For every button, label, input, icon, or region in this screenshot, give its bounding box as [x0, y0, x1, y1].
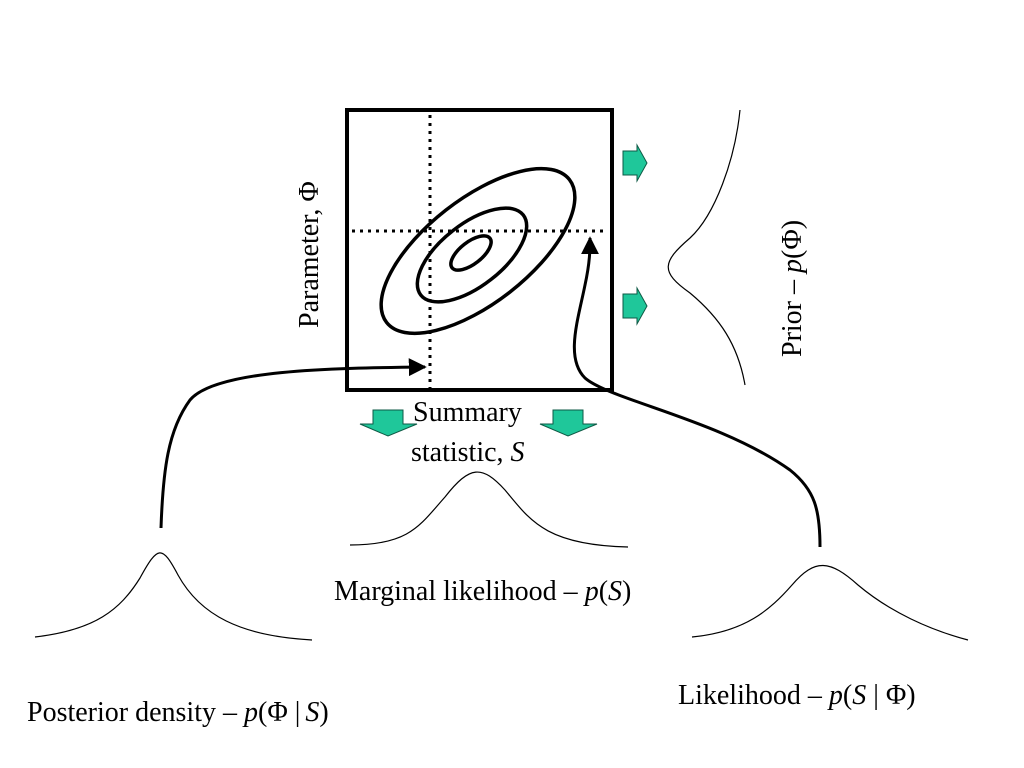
- down-arrow-icon: [359, 409, 418, 437]
- marginal-likelihood-curve: [349, 471, 629, 548]
- outer-contour: [379, 166, 577, 336]
- inner-contour: [449, 234, 493, 272]
- posterior-connector-arrow: [159, 358, 427, 529]
- likelihood-curve: [691, 564, 969, 641]
- parameter-label: Parameter, Φ: [294, 181, 325, 328]
- posterior-density-label: Posterior density – p(Φ |S): [27, 697, 329, 728]
- likelihood-connector-arrow: [572, 236, 822, 548]
- summary-statistic-label-line1: Summary: [413, 397, 522, 428]
- marginal-likelihood-label: Marginal likelihood – p(S): [334, 576, 631, 607]
- right-arrow-icon: [622, 286, 648, 326]
- likelihood-label: Likelihood – p(S | Φ): [678, 680, 916, 711]
- prior-curve: [667, 109, 746, 386]
- posterior-curve: [34, 552, 313, 641]
- contour-ellipses: [379, 166, 577, 336]
- prior-label: Prior – p(Φ): [777, 220, 808, 357]
- right-arrow-icon: [622, 143, 648, 183]
- middle-contour: [415, 206, 529, 304]
- summary-statistic-label-line2: statistic, S: [411, 437, 525, 468]
- joint-density-box: [345, 108, 614, 392]
- down-arrow-icon: [539, 409, 598, 437]
